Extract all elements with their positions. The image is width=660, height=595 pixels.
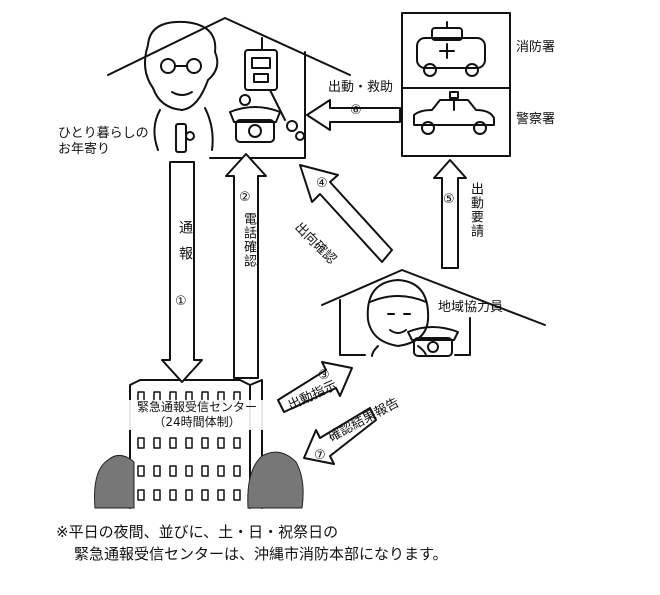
police-station-label: 警察署 bbox=[516, 112, 556, 127]
arrow-step-4 bbox=[299, 164, 393, 263]
center-label: 緊急通報受信センター （24時間体制） bbox=[122, 400, 272, 430]
step-5-num: ⑤ bbox=[443, 192, 455, 207]
arrow-step-6 bbox=[306, 99, 401, 131]
shrub-left-icon bbox=[94, 455, 135, 509]
intercom-device-icon bbox=[244, 37, 305, 141]
step-6-label: 出動・救助 bbox=[328, 80, 394, 95]
step-6-num: ⑥ bbox=[350, 103, 362, 118]
step-1-label: 通報 bbox=[177, 220, 193, 272]
stations-box bbox=[401, 12, 511, 157]
step-1-num: ① bbox=[175, 294, 187, 309]
footnote-line2: 緊急通報受信センターは、沖縄市消防本部になります。 bbox=[74, 544, 448, 563]
step-2-label: 電話確認 bbox=[241, 212, 256, 268]
arrow-step-3 bbox=[277, 361, 353, 413]
shrub-right-icon bbox=[247, 451, 304, 509]
step-2-num: ② bbox=[239, 190, 251, 205]
fire-station-label: 消防署 bbox=[516, 40, 556, 55]
helper-telephone-icon bbox=[407, 326, 459, 357]
police-car-icon bbox=[413, 91, 495, 135]
elderly-label: ひとり暮らしの お年寄り bbox=[58, 126, 149, 159]
regional-helper-icon bbox=[366, 279, 430, 357]
helper-house bbox=[321, 269, 546, 356]
arrow-step-7 bbox=[303, 407, 377, 465]
ambulance-icon bbox=[416, 21, 486, 77]
step-4-num: ④ bbox=[316, 176, 328, 191]
step-7-num: ⑦ bbox=[314, 448, 326, 463]
step-3-num: ③ bbox=[318, 368, 330, 383]
center-label-line2: （24時間体制） bbox=[153, 415, 241, 429]
center-label-line1: 緊急通報受信センター bbox=[136, 400, 257, 414]
step-5-label: 出動要請 bbox=[468, 182, 483, 238]
arrow-step-5 bbox=[433, 159, 467, 269]
elderly-person-icon bbox=[143, 20, 219, 153]
elderly-label-line2: お年寄り bbox=[58, 142, 111, 158]
elderly-label-line1: ひとり暮らしの bbox=[58, 126, 149, 141]
arrow-step-2 bbox=[225, 153, 267, 379]
telephone-icon bbox=[229, 94, 281, 143]
arrow-step-1 bbox=[161, 161, 203, 383]
regional-helper-label: 地域協力員 bbox=[438, 300, 504, 315]
footnote: ※平日の夜間、並びに、土・日・祝祭日の 緊急通報受信センターは、沖縄市消防本部に… bbox=[56, 522, 448, 566]
footnote-line1: ※平日の夜間、並びに、土・日・祝祭日の bbox=[56, 523, 339, 541]
